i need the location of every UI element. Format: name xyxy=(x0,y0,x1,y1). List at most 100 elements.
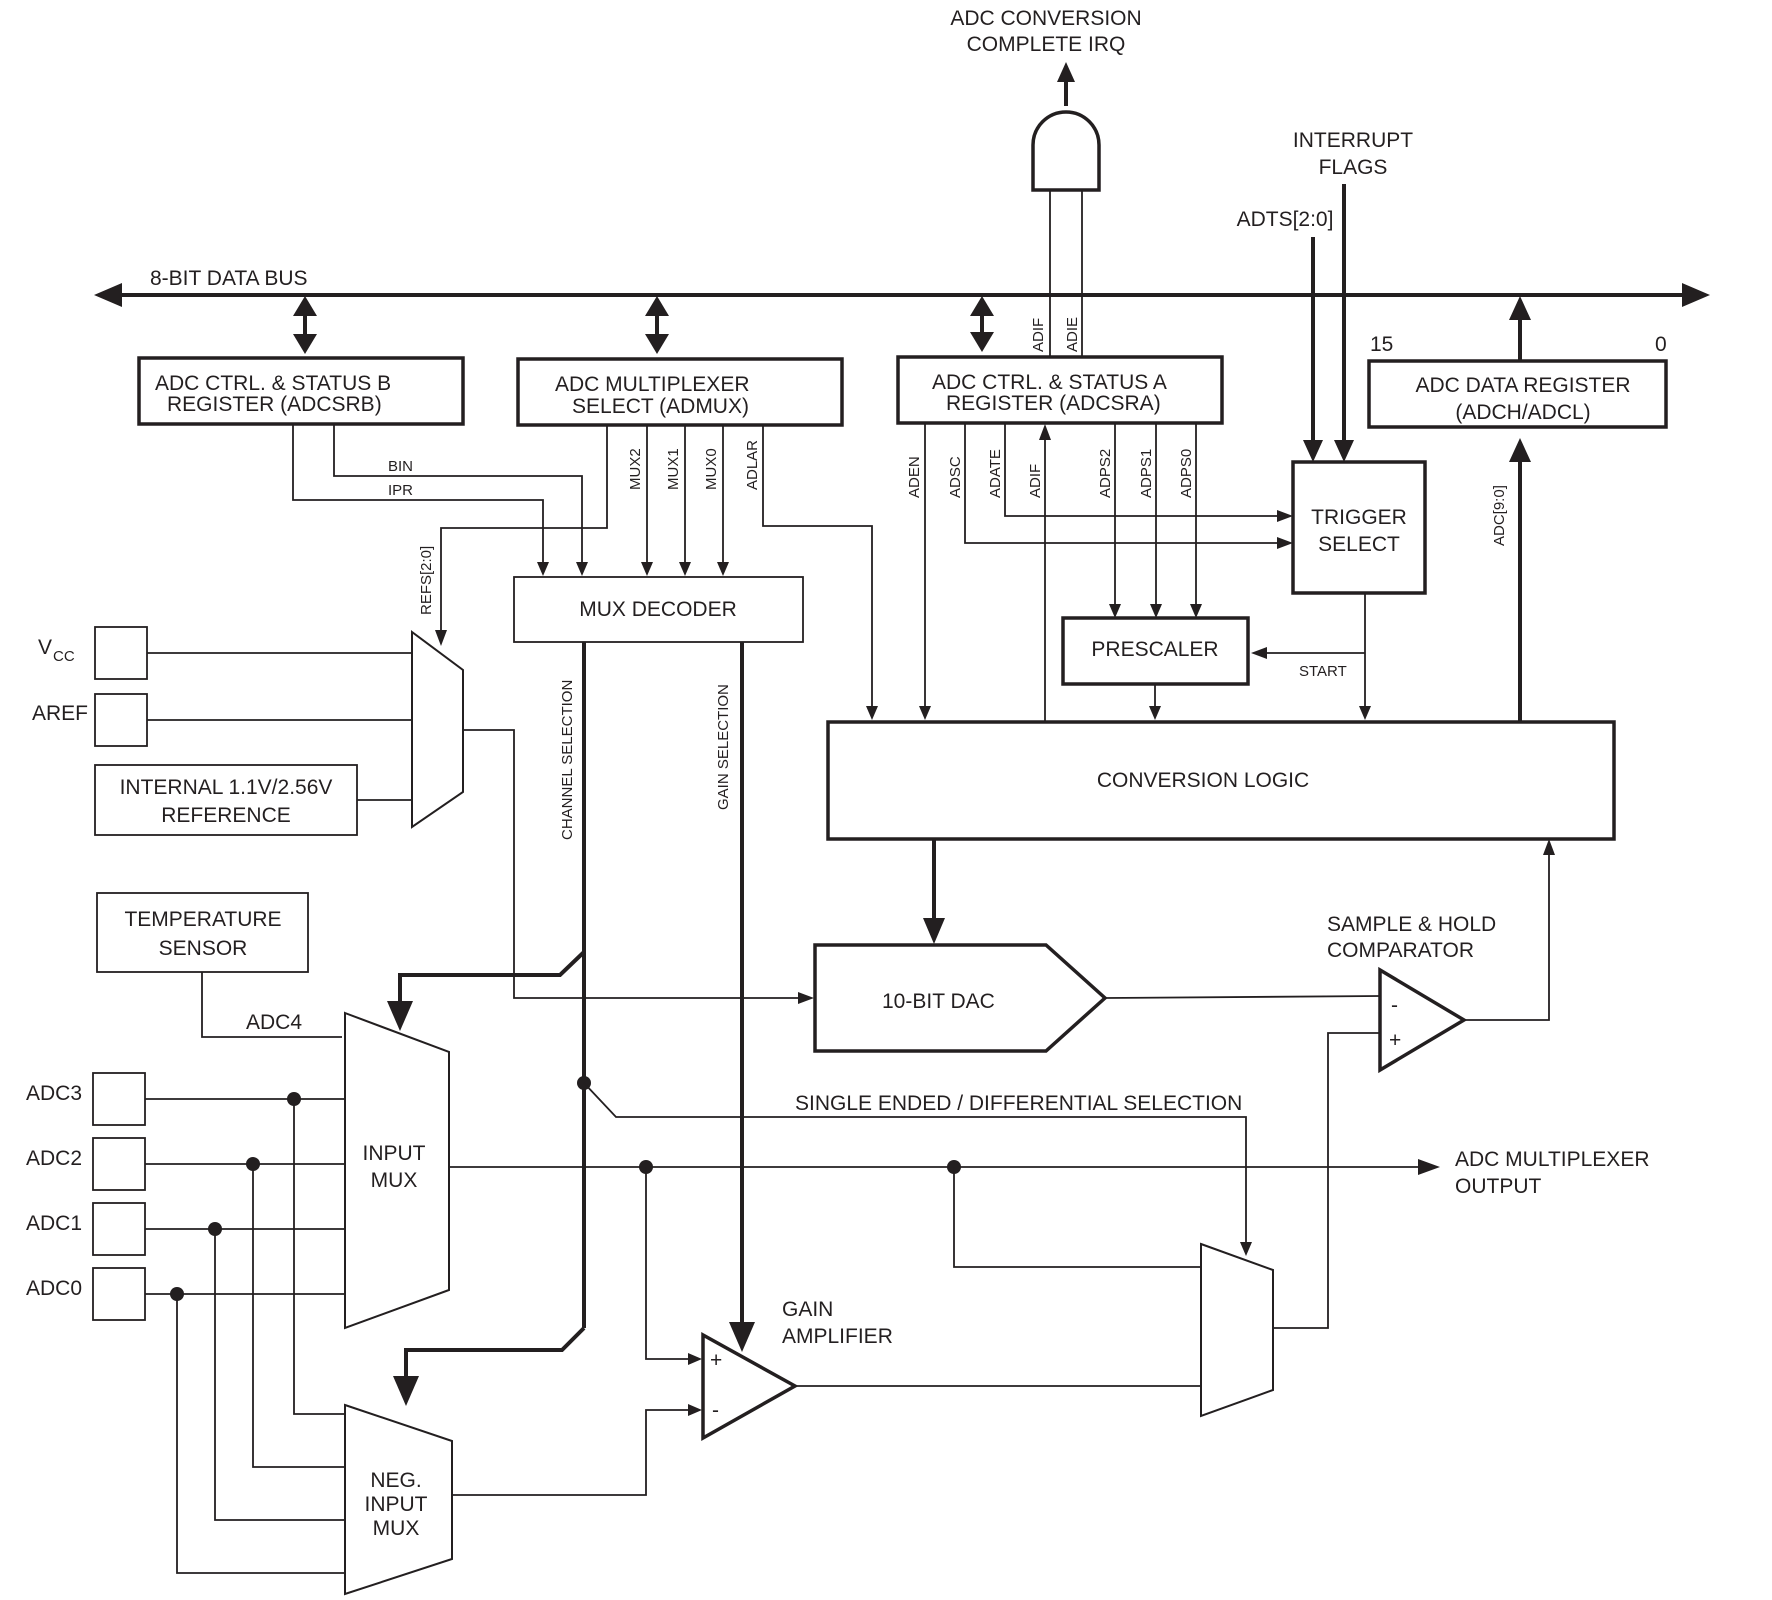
mux1-label: MUX1 xyxy=(665,448,682,490)
neg-line2: INPUT xyxy=(365,1493,428,1516)
input-mux-line2: MUX xyxy=(371,1169,418,1192)
adc-result-bus: ADC[9:0] xyxy=(1491,438,1531,724)
internal-reference: INTERNAL 1.1V/2.56V REFERENCE xyxy=(94,764,412,836)
adie-top-label: ADIE xyxy=(1064,317,1081,352)
neg-line1: NEG. xyxy=(370,1469,421,1492)
vcc-label: V xyxy=(38,636,52,659)
adc0-pin: ADC0 xyxy=(26,1267,345,1321)
reference-mux xyxy=(411,630,814,1004)
adc0-label: ADC0 xyxy=(26,1277,82,1300)
mux2-label: MUX2 xyxy=(627,448,644,490)
adc1-label: ADC1 xyxy=(26,1212,82,1235)
adps0-label: ADPS0 xyxy=(1178,449,1195,498)
prescaler: PRESCALER xyxy=(1061,616,1250,686)
adc-data-register: ADC DATA REGISTER (ADCH/ADCL) 15 0 xyxy=(1367,333,1668,429)
se-diff-mux xyxy=(1200,1032,1380,1418)
adc3-label: ADC3 xyxy=(26,1082,82,1105)
adif-top-label: ADIF xyxy=(1030,318,1047,352)
start-label: START xyxy=(1299,663,1347,680)
data-bus-label: 8-BIT DATA BUS xyxy=(150,267,308,290)
irq-label-line1: ADC CONVERSION xyxy=(950,7,1141,30)
adcsra-register: ADC CTRL. & STATUS A REGISTER (ADCSRA) xyxy=(896,355,1224,425)
adate-label: ADATE xyxy=(987,449,1004,498)
aref-pin: AREF xyxy=(32,693,412,747)
sh-line2: COMPARATOR xyxy=(1327,939,1474,962)
amp-minus: - xyxy=(712,1399,719,1422)
channel-selection-label: CHANNEL SELECTION xyxy=(559,680,576,840)
admux-line1: ADC MULTIPLEXER xyxy=(555,373,750,396)
temperature-sensor: TEMPERATURE SENSOR ADC4 xyxy=(96,892,342,1038)
gain-amp-line2: AMPLIFIER xyxy=(782,1325,893,1348)
bus-link-adcsrb xyxy=(293,296,317,354)
se-diff-selection: SINGLE ENDED / DIFFERENTIAL SELECTION xyxy=(577,1076,1252,1256)
adps2-label: ADPS2 xyxy=(1097,449,1114,498)
data-bus: 8-BIT DATA BUS xyxy=(94,267,1710,307)
mux-out-line1: ADC MULTIPLEXER xyxy=(1455,1148,1650,1171)
amp-plus: + xyxy=(710,1349,722,1372)
negative-input-mux: NEG. INPUT MUX xyxy=(344,1403,702,1596)
dac: 10-BIT DAC xyxy=(813,943,1108,1053)
bit0-label: 0 xyxy=(1655,333,1667,356)
logic-to-dac xyxy=(923,839,945,944)
trigger-select: TRIGGER SELECT xyxy=(1291,460,1427,595)
adcsra-line1: ADC CTRL. & STATUS A xyxy=(932,371,1167,394)
internal-ref-line2: REFERENCE xyxy=(161,804,291,827)
gain-amp-line1: GAIN xyxy=(782,1298,833,1321)
adcsrb-line1: ADC CTRL. & STATUS B xyxy=(155,372,391,395)
trigger-line1: TRIGGER xyxy=(1311,506,1407,529)
conversion-logic-label: CONVERSION LOGIC xyxy=(1097,769,1309,792)
neg-line3: MUX xyxy=(373,1517,420,1540)
sh-line1: SAMPLE & HOLD xyxy=(1327,913,1496,936)
input-mux: INPUT MUX xyxy=(344,1011,450,1330)
data-reg-line1: ADC DATA REGISTER xyxy=(1415,374,1630,397)
trigger-inputs xyxy=(1303,184,1354,462)
bus-link-admux xyxy=(645,296,669,354)
adcsrb-line2: REGISTER (ADCSRB) xyxy=(167,393,382,416)
temp-line2: SENSOR xyxy=(159,937,248,960)
adsc-label: ADSC xyxy=(947,456,964,498)
ipr-label: IPR xyxy=(388,482,413,499)
gain-amplifier: + - GAIN AMPLIFIER xyxy=(701,1298,1201,1441)
mux-out-line2: OUTPUT xyxy=(1455,1175,1542,1198)
interrupt-flags-line2: FLAGS xyxy=(1319,156,1388,179)
comp-plus: + xyxy=(1389,1029,1401,1052)
adc2-pin: ADC2 xyxy=(26,1137,345,1191)
adc2-label: ADC2 xyxy=(26,1147,82,1170)
negative-mux-taps xyxy=(170,1092,345,1574)
adc4-label: ADC4 xyxy=(246,1011,302,1034)
sample-hold-comparator: - + SAMPLE & HOLD COMPARATOR xyxy=(1327,839,1555,1074)
admux-signals: REFS[2:0] MUX2 MUX1 MUX0 ADLAR xyxy=(418,424,878,720)
adc1-pin: ADC1 xyxy=(26,1202,345,1256)
adts-label: ADTS[2:0] xyxy=(1237,208,1334,231)
irq-and-gate: ADIF ADIE xyxy=(1030,62,1101,356)
internal-ref-line1: INTERNAL 1.1V/2.56V xyxy=(120,776,333,799)
aref-label: AREF xyxy=(32,702,88,725)
adcsrb-register: ADC CTRL. & STATUS B REGISTER (ADCSRB) xyxy=(137,356,465,426)
aden-label: ADEN xyxy=(906,456,923,498)
adcsrb-signals: BIN IPR xyxy=(292,424,588,576)
adlar-label: ADLAR xyxy=(744,440,761,490)
vcc-sub-label: CC xyxy=(53,648,75,665)
dac-label: 10-BIT DAC xyxy=(882,990,995,1013)
dac-to-comparator xyxy=(1104,995,1381,999)
trigger-line2: SELECT xyxy=(1318,533,1400,556)
prescaler-label: PRESCALER xyxy=(1091,638,1218,661)
adif-label: ADIF xyxy=(1027,464,1044,498)
adcsra-line2: REGISTER (ADCSRA) xyxy=(946,392,1161,415)
vcc-pin: V CC xyxy=(38,626,412,680)
mux-output-line: ADC MULTIPLEXER OUTPUT xyxy=(449,1148,1650,1365)
bit15-label: 15 xyxy=(1370,333,1393,356)
gain-selection-label: GAIN SELECTION xyxy=(715,684,732,810)
admux-register: ADC MULTIPLEXER SELECT (ADMUX) xyxy=(516,357,844,427)
data-register-bus-link xyxy=(1509,296,1531,361)
irq-label-line2: COMPLETE IRQ xyxy=(967,33,1126,56)
input-mux-line1: INPUT xyxy=(363,1142,426,1165)
adps1-label: ADPS1 xyxy=(1138,449,1155,498)
comp-minus: - xyxy=(1391,994,1398,1017)
start-signal: START xyxy=(1251,593,1371,720)
adcsra-signals: ADEN ADSC ADATE ADIF ADPS2 ADPS1 ADPS0 xyxy=(906,422,1293,722)
se-diff-label: SINGLE ENDED / DIFFERENTIAL SELECTION xyxy=(795,1092,1242,1115)
refs-label: REFS[2:0] xyxy=(418,546,435,615)
adc-bits-label: ADC[9:0] xyxy=(1491,485,1508,546)
